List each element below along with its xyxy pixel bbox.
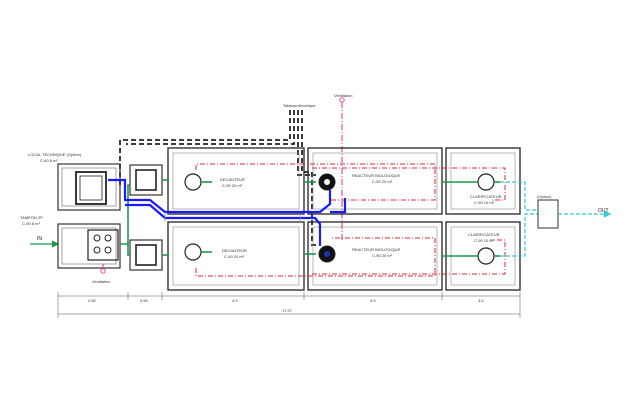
- ventilation-top-icon: [339, 97, 345, 103]
- local-technique-size: C-60 8 m²: [40, 158, 58, 163]
- decanteur-top-size: C-90 20 m³: [222, 183, 243, 188]
- option-box: [537, 199, 559, 229]
- air-pipes-blue: [108, 178, 347, 246]
- ventilation-bottom-icon: [100, 268, 106, 274]
- tampon-title: TAMPON 2P: [20, 215, 43, 220]
- dimension-lines: [57, 292, 521, 318]
- process-pipes-green: [120, 179, 500, 257]
- ventilation-bottom-label: Ventilation: [92, 279, 110, 284]
- ventilation-top-label: Ventilation: [334, 93, 352, 98]
- dimension-total: 17.97: [282, 308, 293, 313]
- local-technique-title: LOCAL TECHNIQUE (Option): [28, 152, 82, 157]
- dimension-1: 2.50: [88, 298, 97, 303]
- recirculation-loops: [195, 163, 506, 277]
- decanteur-top-title: DECANTEUR: [220, 177, 245, 182]
- in-label: IN: [37, 236, 42, 242]
- grey-pipes: [164, 212, 301, 222]
- pump-box-bottom: [129, 239, 163, 271]
- dimension-4: 4.5: [370, 298, 376, 303]
- reacteur-top-box: [307, 147, 443, 215]
- out-label: OUT: [598, 208, 609, 214]
- tampon-box: [57, 223, 121, 269]
- pump-box-top: [129, 164, 163, 196]
- decanteur-bottom-title: DECANTEUR: [222, 248, 247, 253]
- decanteur-top-box: [167, 147, 305, 215]
- reacteur-bottom-size: C-90 20 m³: [372, 253, 393, 258]
- reacteur-top-title: REACTEUR BIOLOGIQUE: [352, 173, 401, 178]
- decanteur-bottom-size: C-90 20 m³: [224, 254, 245, 259]
- reacteur-top-size: C-90 20 m³: [372, 179, 393, 184]
- electrical-cables: [119, 110, 320, 246]
- clarificateur-bottom-size: C-90 10 m³: [474, 238, 495, 243]
- option-label: (Option): [537, 194, 552, 199]
- output-pipes: [500, 181, 538, 257]
- reacteur-bottom-title: REACTEUR BIOLOGIQUE: [352, 247, 401, 252]
- clarificateur-bottom-title: CLARIFICATEUR: [468, 232, 500, 237]
- dimension-5: 3.5: [478, 298, 484, 303]
- tableau-label: Tableau électrique: [283, 103, 316, 108]
- tampon-size: C-90 6 m³: [22, 221, 40, 226]
- local-technique-box: [57, 163, 121, 211]
- clarificateur-top-title: CLARIFICATEUR: [470, 194, 502, 199]
- clarificateur-top-size: C-90 10 m³: [474, 200, 495, 205]
- decanteur-bottom-box: [167, 221, 305, 291]
- dimension-3: 4.5: [232, 298, 238, 303]
- dimension-2: 0.50: [140, 298, 149, 303]
